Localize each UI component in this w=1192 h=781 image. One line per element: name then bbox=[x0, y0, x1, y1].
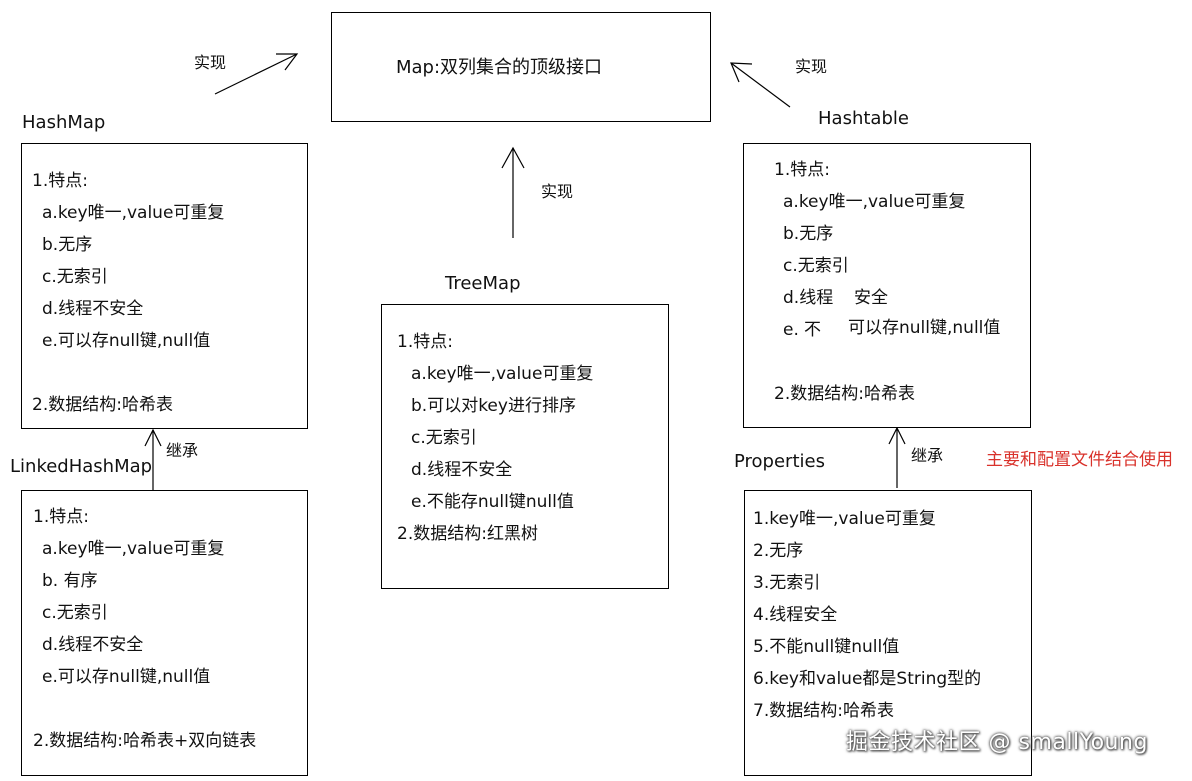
treemap-line: 1.特点: bbox=[397, 332, 453, 352]
hashtable-line: a.key唯一,value可重复 bbox=[783, 192, 966, 212]
properties-line: 4.线程安全 bbox=[753, 605, 838, 625]
hashmap-line: b.无序 bbox=[42, 235, 93, 255]
hashmap-line: 2.数据结构:哈希表 bbox=[32, 395, 173, 415]
hashmap-line: 1.特点: bbox=[32, 171, 88, 191]
hashmap-line: c.无索引 bbox=[42, 267, 108, 287]
map-interface-label: Map:双列集合的顶级接口 bbox=[396, 57, 603, 78]
treemap-line: d.线程不安全 bbox=[411, 460, 513, 480]
hashtable-line: 2.数据结构:哈希表 bbox=[774, 384, 915, 404]
hashtable-line: b.无序 bbox=[783, 224, 834, 244]
hashmap-box: 1.特点: a.key唯一,value可重复 b.无序 c.无索引 d.线程不安… bbox=[21, 143, 308, 429]
treemap-line: c.无索引 bbox=[411, 428, 477, 448]
hashtable-line: e. bbox=[783, 320, 799, 340]
linked-to-hashmap-arrowhead bbox=[144, 428, 162, 447]
hashtable-title: Hashtable bbox=[818, 108, 909, 129]
properties-to-hashtable-arrowhead bbox=[888, 426, 906, 445]
hashtable-line: c.无索引 bbox=[783, 256, 849, 276]
hashtable-to-map-arrowhead bbox=[730, 62, 753, 83]
hashtable-line: d.线程 bbox=[783, 288, 834, 308]
watermark: 掘金技术社区 @ smallYoung bbox=[846, 730, 1148, 755]
linkedhashmap-box: 1.特点: a.key唯一,value可重复 b. 有序 c.无索引 d.线程不… bbox=[21, 490, 308, 776]
linkedhashmap-line: 2.数据结构:哈希表+双向链表 bbox=[33, 731, 257, 751]
map-interface-box: Map:双列集合的顶级接口 bbox=[331, 12, 711, 122]
properties-line: 2.无序 bbox=[753, 541, 804, 561]
properties-inherits-label: 继承 bbox=[911, 446, 944, 465]
linkedhashmap-line: e.可以存null键,null值 bbox=[42, 667, 211, 687]
treemap-line: 2.数据结构:红黑树 bbox=[397, 524, 538, 544]
linkedhashmap-title: LinkedHashMap bbox=[10, 456, 153, 477]
hashmap-implements-label: 实现 bbox=[194, 53, 227, 72]
hashmap-title: HashMap bbox=[22, 112, 106, 133]
linkedhashmap-line: a.key唯一,value可重复 bbox=[42, 539, 225, 559]
properties-line: 6.key和value都是String型的 bbox=[753, 669, 982, 689]
hashmap-to-map-arrowhead bbox=[276, 53, 299, 71]
properties-title: Properties bbox=[734, 451, 825, 472]
treemap-line: a.key唯一,value可重复 bbox=[411, 364, 594, 384]
properties-line: 5.不能null键null值 bbox=[753, 637, 900, 657]
linked-inherits-label: 继承 bbox=[166, 441, 199, 460]
hashtable-box: 1.特点: a.key唯一,value可重复 b.无序 c.无索引 d.线程 安… bbox=[743, 143, 1031, 428]
treemap-box: 1.特点: a.key唯一,value可重复 b.可以对key进行排序 c.无索… bbox=[381, 304, 669, 589]
hashtable-to-map-arrow bbox=[730, 62, 791, 108]
treemap-line: e.不能存null键null值 bbox=[411, 492, 574, 512]
treemap-line: b.可以对key进行排序 bbox=[411, 396, 576, 416]
hashtable-line: 不 bbox=[804, 320, 821, 340]
linkedhashmap-line: c.无索引 bbox=[42, 603, 108, 623]
hashmap-line: a.key唯一,value可重复 bbox=[42, 203, 225, 223]
hashtable-implements-label: 实现 bbox=[795, 57, 828, 76]
properties-line: 3.无索引 bbox=[753, 573, 821, 593]
hashmap-line: d.线程不安全 bbox=[42, 299, 144, 319]
hashtable-line: 可以存null键,null值 bbox=[848, 318, 1001, 338]
properties-line: 1.key唯一,value可重复 bbox=[753, 509, 936, 529]
hashtable-line: 1.特点: bbox=[774, 160, 830, 180]
hashtable-line: 安全 bbox=[854, 288, 888, 308]
hashmap-line: e.可以存null键,null值 bbox=[42, 331, 211, 351]
linkedhashmap-line: 1.特点: bbox=[33, 507, 89, 527]
linkedhashmap-line: d.线程不安全 bbox=[42, 635, 144, 655]
properties-box: 1.key唯一,value可重复 2.无序 3.无索引 4.线程安全 5.不能n… bbox=[744, 490, 1032, 776]
hashmap-to-map-arrow bbox=[214, 53, 298, 95]
treemap-to-map-arrowhead bbox=[501, 146, 525, 169]
treemap-implements-label: 实现 bbox=[541, 182, 574, 201]
treemap-title: TreeMap bbox=[445, 273, 521, 294]
properties-line: 7.数据结构:哈希表 bbox=[753, 701, 894, 721]
properties-note: 主要和配置文件结合使用 bbox=[986, 450, 1173, 470]
linkedhashmap-line: b. 有序 bbox=[42, 571, 98, 591]
